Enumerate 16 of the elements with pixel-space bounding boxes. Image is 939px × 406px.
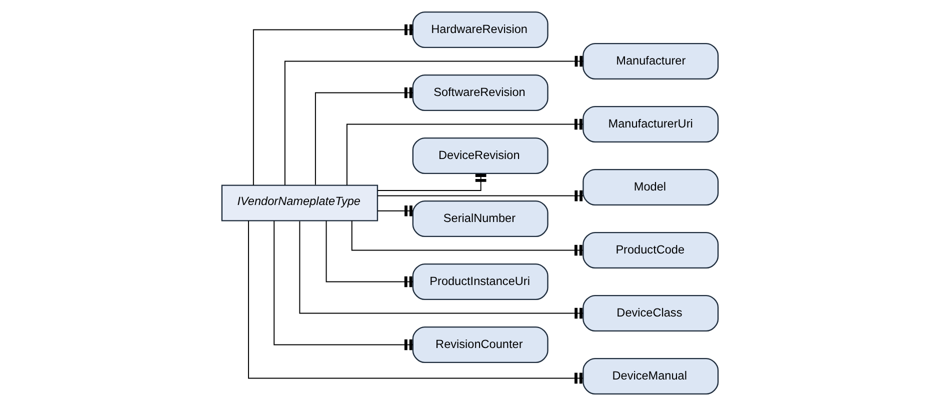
node-box: ManufacturerUri bbox=[582, 106, 718, 143]
node-box: DeviceRevision bbox=[412, 137, 548, 174]
node-box: SoftwareRevision bbox=[412, 74, 548, 112]
node-box: DeviceManual bbox=[582, 358, 718, 395]
node-box: HardwareRevision bbox=[412, 11, 548, 48]
node-box: Manufacturer bbox=[582, 42, 718, 80]
connector bbox=[376, 190, 584, 202]
node-box: RevisionCounter bbox=[412, 326, 548, 364]
connector bbox=[376, 173, 486, 192]
connector bbox=[376, 205, 413, 216]
node-box: DeviceClass bbox=[582, 294, 718, 332]
node-box: IVendorNameplateType bbox=[220, 184, 378, 222]
node-box: SerialNumber bbox=[412, 200, 548, 238]
node-box: Model bbox=[582, 168, 718, 206]
node-box: ProductCode bbox=[582, 232, 718, 269]
node-box: ProductInstanceUri bbox=[412, 263, 548, 300]
